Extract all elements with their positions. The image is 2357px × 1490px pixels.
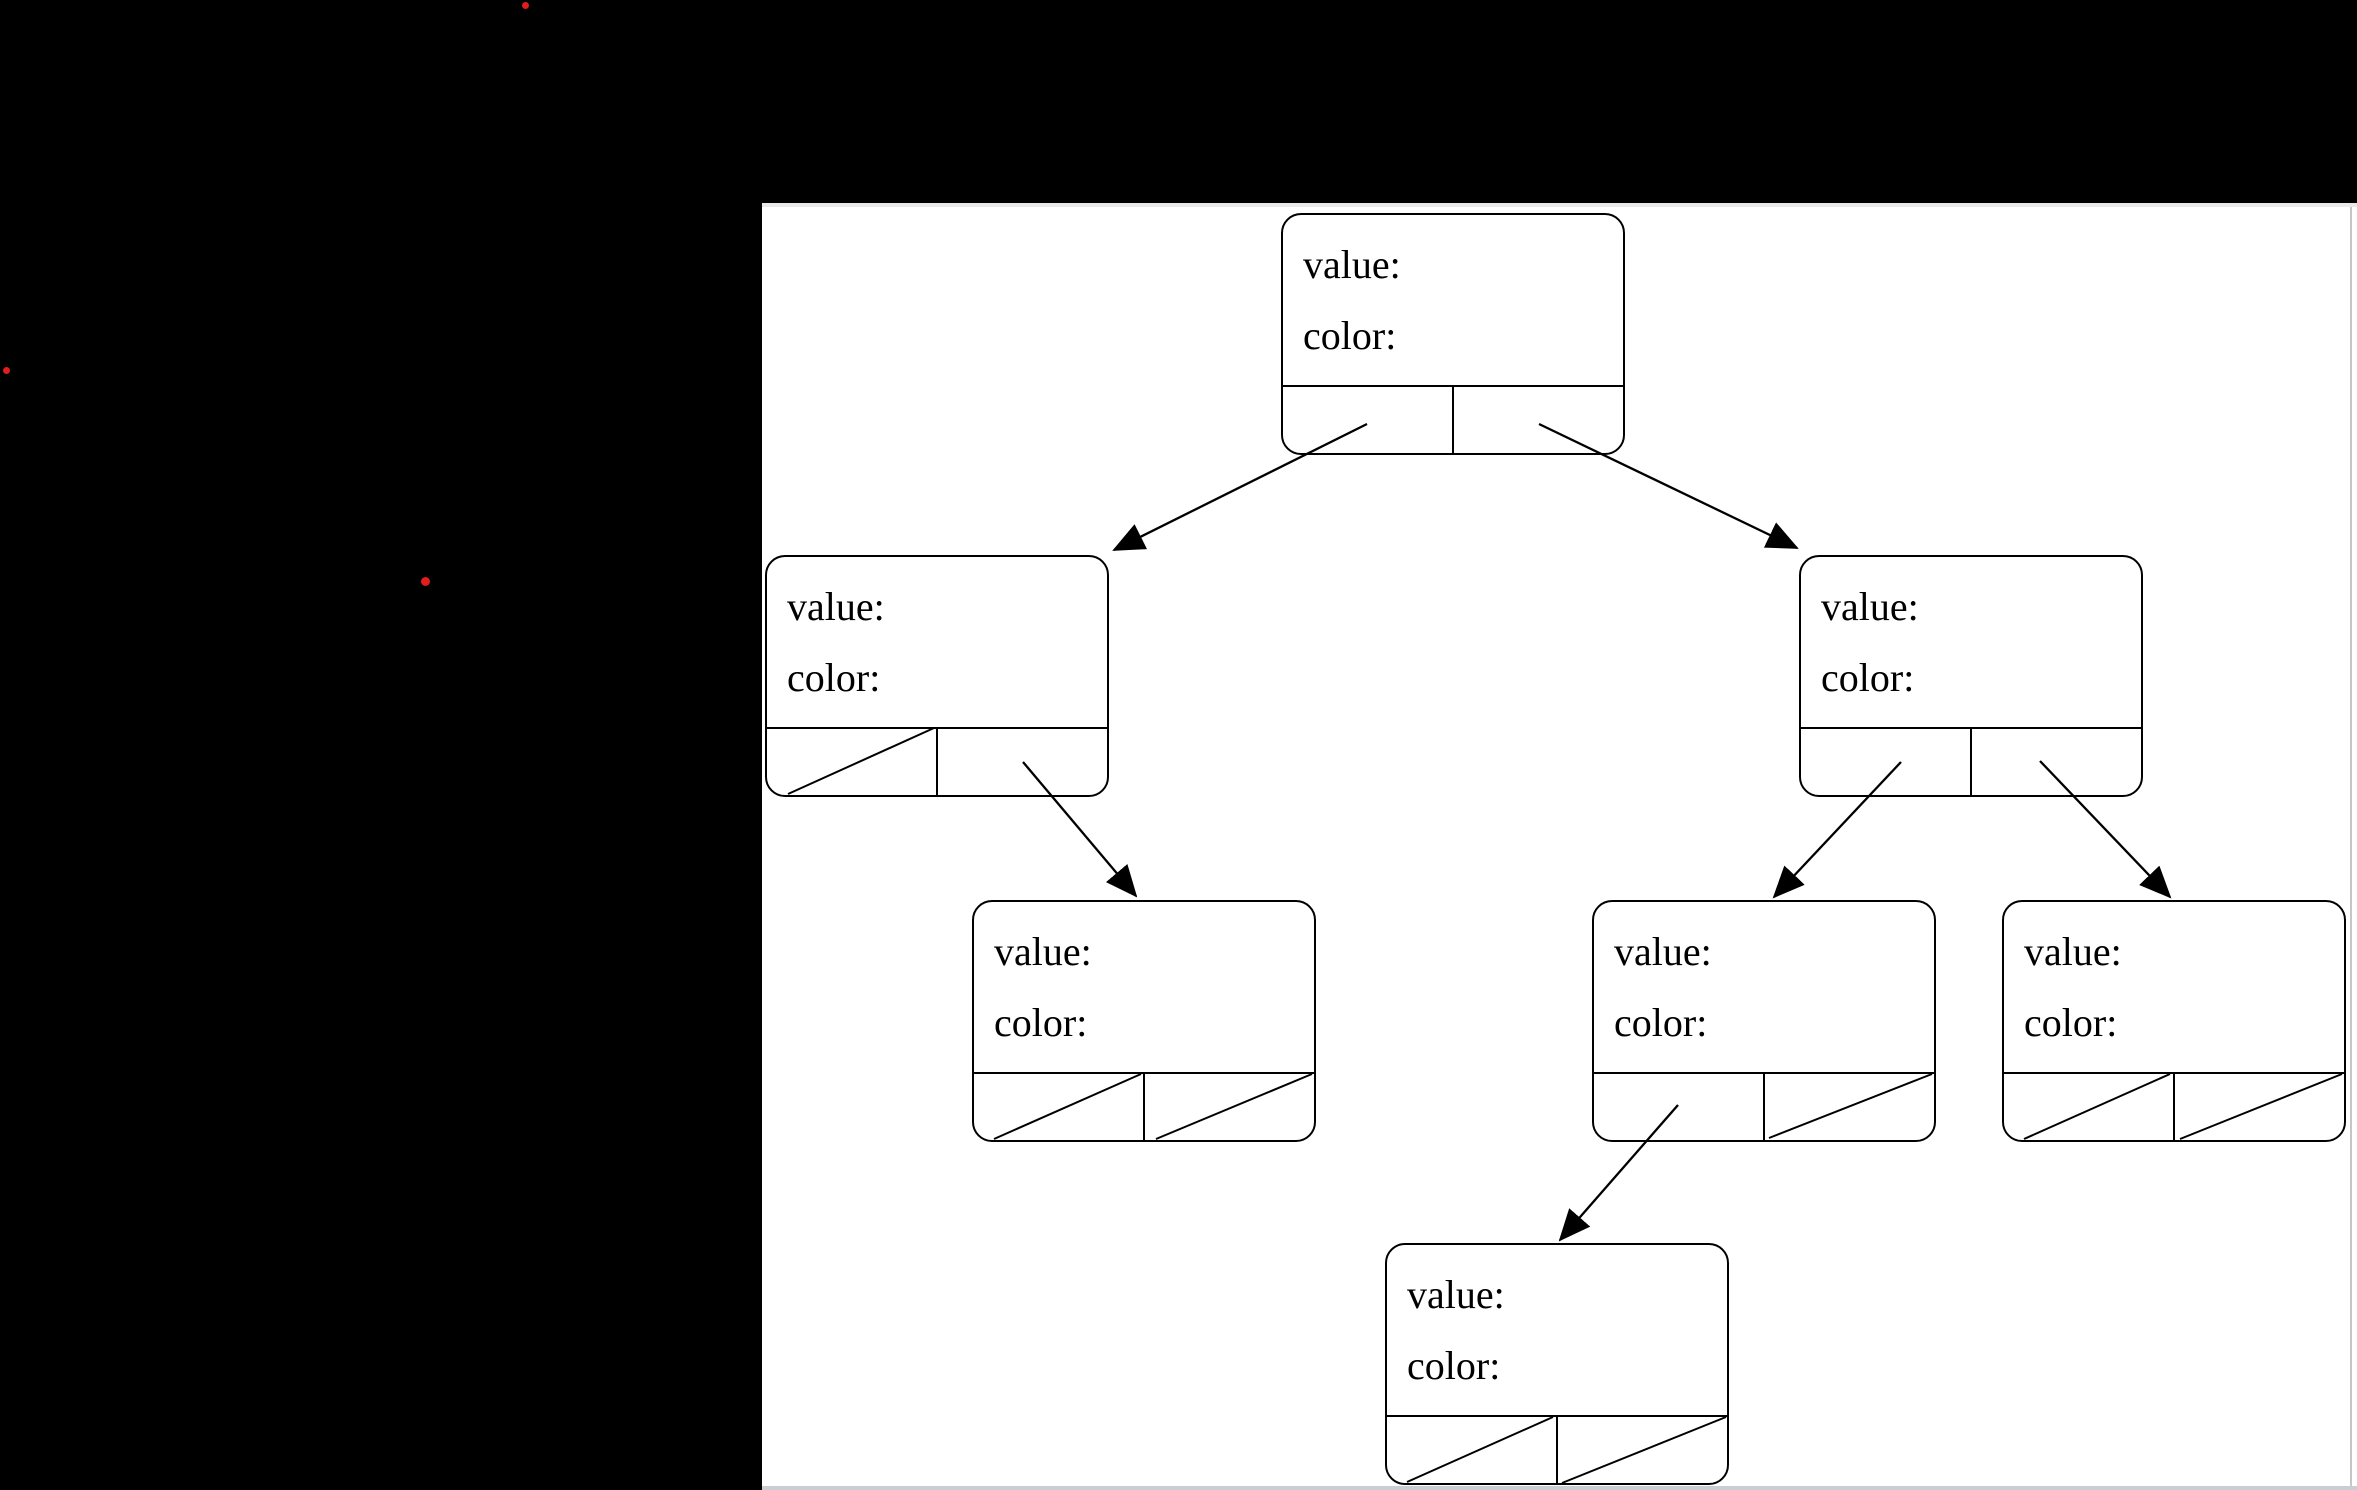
color-label: color: <box>1614 1000 1708 1045</box>
arrow-left-to-leftright <box>1022 761 1138 898</box>
null-slash <box>993 1073 1142 1140</box>
left-pointer-cell <box>974 1074 1145 1140</box>
tree-node-left-right-child: value: color: <box>972 900 1316 1142</box>
node-fields: value: color: <box>974 902 1314 1072</box>
pointer-cells <box>2004 1072 2344 1140</box>
value-label: value: <box>1614 929 1712 974</box>
node-fields: value: color: <box>767 557 1107 727</box>
left-pointer-cell <box>1387 1417 1558 1483</box>
red-dot-marker <box>522 2 529 9</box>
tree-node-left-child: value: color: <box>765 555 1109 797</box>
null-slash <box>2179 1073 2343 1140</box>
color-label: color: <box>787 655 881 700</box>
color-label: color: <box>1407 1343 1501 1388</box>
pointer-cells <box>1801 727 2141 795</box>
value-label: value: <box>1407 1272 1505 1317</box>
null-slash <box>1406 1416 1554 1483</box>
pointer-cells <box>1594 1072 1934 1140</box>
value-label: value: <box>787 584 885 629</box>
tree-node-right-right-child: value: color: <box>2002 900 2346 1142</box>
left-pointer-cell <box>767 729 938 795</box>
red-dot-marker <box>421 577 430 586</box>
tree-node-right-left-child: value: color: <box>1592 900 1936 1142</box>
left-pointer-cell <box>1594 1074 1765 1140</box>
panel-bottom-border <box>762 1486 2357 1490</box>
pointer-cells <box>1387 1415 1727 1483</box>
node-fields: value: color: <box>1283 215 1623 385</box>
color-label: color: <box>994 1000 1088 1045</box>
left-pointer-cell <box>2004 1074 2175 1140</box>
arrow-right-to-rightleft <box>1772 761 1902 899</box>
value-label: value: <box>2024 929 2122 974</box>
arrow-root-to-left <box>1112 422 1368 552</box>
null-slash <box>787 727 935 795</box>
null-slash <box>2023 1073 2171 1140</box>
arrow-rightleft-to-bottom <box>1558 1104 1679 1242</box>
null-slash <box>1768 1073 1933 1139</box>
panel-top-border <box>762 203 2357 207</box>
panel-right-border <box>2350 207 2352 1486</box>
arrow-root-to-right <box>1538 422 1799 550</box>
left-pointer-cell <box>1801 729 1972 795</box>
color-label: color: <box>1821 655 1915 700</box>
value-label: value: <box>1303 242 1401 287</box>
node-fields: value: color: <box>2004 902 2344 1072</box>
arrow-right-to-rightright <box>2039 760 2172 899</box>
pointer-cells <box>974 1072 1314 1140</box>
null-slash <box>1155 1073 1313 1140</box>
tree-node-root: value: color: <box>1281 213 1625 455</box>
value-label: value: <box>1821 584 1919 629</box>
node-fields: value: color: <box>1387 1245 1727 1415</box>
node-fields: value: color: <box>1801 557 2141 727</box>
pointer-cells <box>1283 385 1623 453</box>
color-label: color: <box>1303 313 1397 358</box>
red-dot-marker <box>3 367 10 374</box>
node-fields: value: color: <box>1594 902 1934 1072</box>
left-pointer-cell <box>1283 387 1454 453</box>
value-label: value: <box>994 929 1092 974</box>
tree-node-bottom: value: color: <box>1385 1243 1729 1485</box>
pointer-cells <box>767 727 1107 795</box>
color-label: color: <box>2024 1000 2118 1045</box>
tree-node-right-child: value: color: <box>1799 555 2143 797</box>
null-slash <box>1561 1416 1727 1484</box>
